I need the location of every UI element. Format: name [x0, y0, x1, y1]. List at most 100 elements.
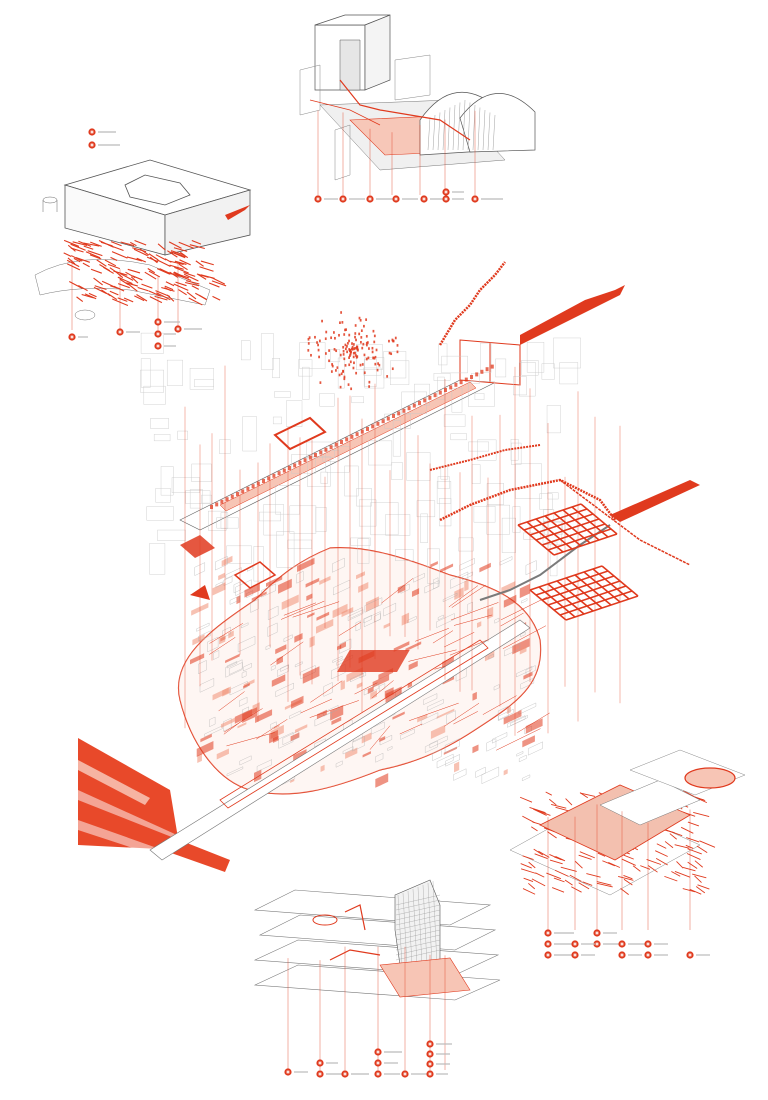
park-inset — [509, 749, 746, 959]
particle — [352, 355, 355, 359]
particle — [365, 318, 368, 321]
block-hatch-line — [183, 273, 199, 282]
upper-block — [177, 430, 188, 440]
park-hatch-line — [669, 833, 677, 840]
upper-block — [383, 351, 407, 379]
district-block — [250, 599, 259, 613]
particle — [366, 341, 369, 344]
particle — [396, 350, 399, 354]
park-hatch-line — [597, 852, 606, 857]
particle — [339, 321, 341, 325]
upper-block — [319, 393, 335, 407]
legend-glyph — [376, 1061, 380, 1065]
particle — [365, 343, 368, 347]
particle — [354, 346, 357, 350]
upper-block — [546, 405, 561, 434]
legend-glyph — [573, 942, 577, 946]
particle — [319, 381, 322, 384]
block-hatch-line — [157, 243, 166, 251]
district-block — [464, 579, 469, 592]
vault-rib — [467, 102, 471, 151]
block-hatch-line — [111, 251, 128, 259]
particle — [346, 342, 349, 345]
block-hatch-line — [119, 273, 134, 281]
district-street — [226, 732, 275, 747]
district-street — [256, 719, 288, 740]
park-hatch-line — [689, 888, 702, 895]
block-hatch-line — [191, 239, 202, 245]
block-hatch-line — [133, 248, 148, 257]
park-hatch-line — [655, 850, 668, 857]
deck-marker — [454, 382, 458, 387]
district-block — [340, 680, 345, 691]
particle — [340, 311, 343, 314]
upper-block — [242, 416, 257, 452]
block-hatch-line — [107, 263, 121, 270]
park-hatch-line — [686, 853, 701, 860]
park-hatch-line — [694, 860, 704, 868]
deck-marker — [230, 494, 234, 499]
building-inset — [253, 879, 501, 1078]
block-hatch-line — [127, 268, 141, 274]
district-street — [496, 728, 541, 751]
park-hatch-line — [580, 792, 596, 797]
district-block — [242, 707, 258, 724]
district-street — [448, 585, 479, 608]
particle — [348, 339, 350, 343]
block-hatch-line — [178, 241, 195, 249]
district-street — [517, 712, 550, 733]
upper-block — [433, 373, 451, 381]
upper-block — [515, 463, 542, 499]
particle — [318, 355, 320, 359]
particle — [394, 336, 397, 340]
upper-block — [395, 549, 414, 562]
particle — [371, 346, 374, 350]
park-hatch-line — [553, 877, 565, 883]
park-hatch-line — [655, 858, 668, 866]
upper-block — [436, 481, 452, 504]
district-block — [268, 605, 279, 621]
legend-glyph — [620, 942, 624, 946]
legend-glyph — [376, 1050, 380, 1054]
upper-block — [351, 396, 364, 404]
upper-block — [513, 376, 527, 396]
legend-glyph — [428, 1062, 432, 1066]
district-block — [198, 660, 207, 675]
particle — [354, 335, 356, 339]
district-block — [223, 576, 233, 586]
particle — [375, 348, 378, 352]
block-hatch-line — [198, 294, 207, 301]
block-hatch-line — [168, 241, 182, 249]
particle — [386, 375, 389, 378]
upper-block — [510, 439, 519, 461]
park-hatch-line — [549, 798, 557, 806]
upper-block — [149, 543, 166, 575]
block-hatch-line — [197, 273, 209, 278]
vault-rib — [477, 107, 481, 151]
park-hatch-line — [533, 848, 544, 856]
upper-block — [216, 517, 239, 529]
particle — [334, 336, 336, 340]
legend-glyph — [316, 197, 320, 201]
deck-marker — [485, 367, 489, 372]
park-hatch-line — [522, 855, 534, 860]
district-block — [407, 681, 413, 689]
plate-line — [553, 585, 627, 611]
district-block — [220, 717, 236, 728]
block-hatch-line — [147, 268, 156, 274]
facade-line — [395, 944, 441, 956]
block-hatch-line — [186, 280, 200, 285]
park-hatch-line — [694, 875, 702, 883]
particle — [317, 343, 319, 347]
particle — [396, 344, 399, 347]
particle — [361, 346, 364, 350]
particle — [372, 329, 375, 333]
district-street — [354, 682, 378, 695]
park-hatch-line — [664, 841, 674, 849]
legend-glyph — [90, 143, 94, 147]
district-block — [462, 571, 473, 581]
block-hatch-line — [169, 264, 184, 270]
park-hatch-line — [596, 881, 612, 886]
park-hatch-line — [699, 840, 716, 848]
particle — [354, 332, 357, 335]
